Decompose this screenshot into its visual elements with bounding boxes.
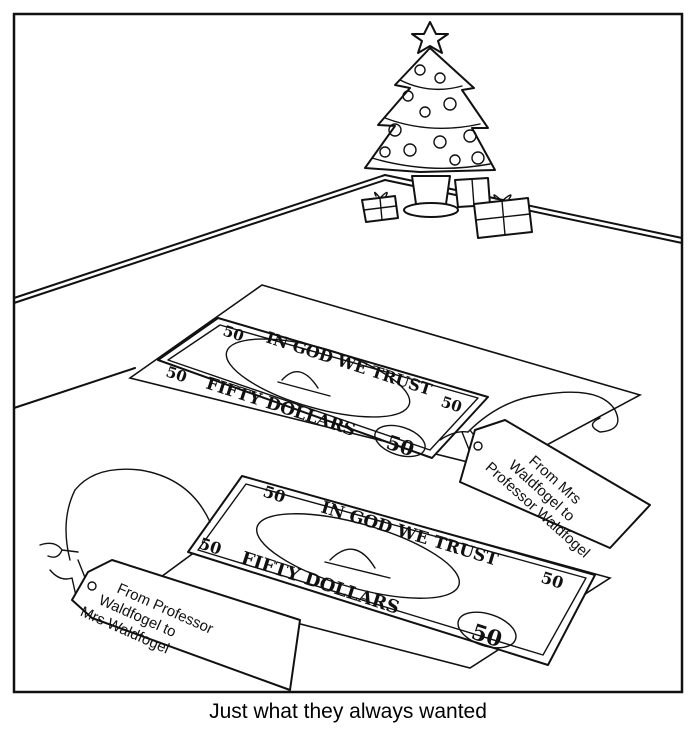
cartoon-caption: Just what they always wanted <box>209 700 487 723</box>
bill-shadow-upper <box>128 284 643 471</box>
bill-corner-value: 50 <box>439 393 464 417</box>
bill-corner-value: 50 <box>164 363 189 387</box>
christmas-tree-icon <box>364 21 496 218</box>
bill-corner-value: 50 <box>221 322 246 346</box>
gift-boxes-icon <box>361 177 533 239</box>
